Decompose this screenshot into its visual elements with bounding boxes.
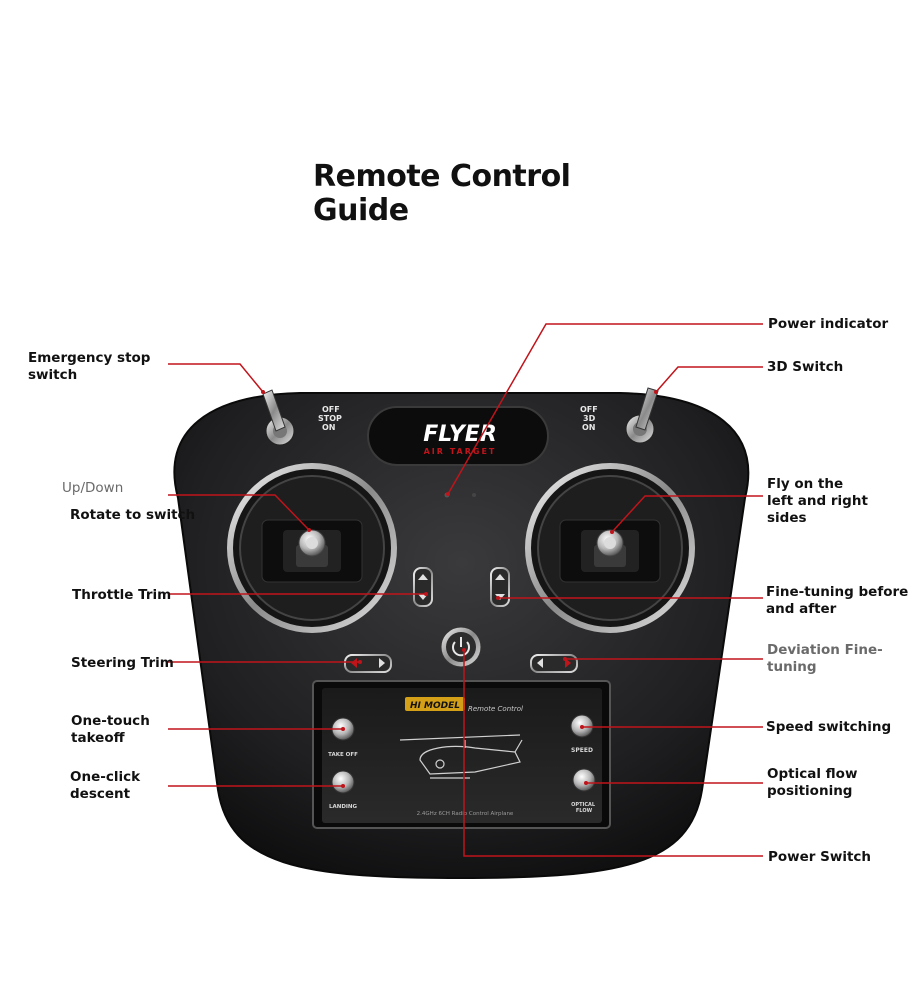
leader-power-indicator xyxy=(447,323,763,495)
optical-flow-button: OPTICAL FLOW xyxy=(571,768,597,814)
speed-label: SPEED xyxy=(571,747,593,754)
leader-fly-left-right xyxy=(611,495,763,533)
logo-plate: FLYER AIR TARGET xyxy=(367,406,549,466)
leader-endpoints xyxy=(261,390,658,788)
label-deviation-fine-tuning: Deviation Fine- tuning xyxy=(767,642,883,675)
logo-sub: AIR TARGET xyxy=(424,447,497,456)
leader-3d-switch xyxy=(655,366,763,393)
leader-up-down xyxy=(168,494,310,531)
label-power-indicator: Power indicator xyxy=(768,316,889,332)
speed-button: SPEED xyxy=(570,714,594,754)
svg-text:OFF 3D ON: OFF 3D ON xyxy=(580,405,601,432)
page-title: Remote Control Guide xyxy=(313,159,571,228)
steering-trim-button xyxy=(344,654,392,673)
label-fine-tuning: Fine-tuning before and after xyxy=(766,584,909,617)
fine-tuning-trim-button xyxy=(490,567,510,607)
label-3d-switch: 3D Switch xyxy=(767,359,844,375)
svg-text:OPTICAL FLOW: OPTICAL FLOW xyxy=(571,802,597,814)
emergency-stop-toggle xyxy=(262,389,295,446)
logo-main: FLYER xyxy=(423,422,497,447)
page-title-line1: Remote Control xyxy=(313,159,571,194)
leader-power-switch xyxy=(463,650,763,857)
landing-button: LANDING xyxy=(329,770,358,810)
label-one-click-descent: One-click descent xyxy=(70,769,141,802)
leader-emergency-stop xyxy=(168,363,264,393)
power-button xyxy=(440,626,482,668)
label-one-touch-takeoff: One-touch takeoff xyxy=(71,713,150,746)
leader-lines xyxy=(168,323,763,857)
label-speed-switching: Speed switching xyxy=(766,719,892,735)
helicopter-illustration xyxy=(399,734,523,779)
screen-brand-sub: Remote Control xyxy=(468,705,523,713)
3d-toggle xyxy=(625,387,659,444)
screen-brand: HI MODEL xyxy=(410,701,460,711)
deviation-trim-button xyxy=(530,654,578,673)
label-up-down: Up/Down xyxy=(62,480,124,496)
label-fly-left-right: Fly on the left and right sides xyxy=(767,476,868,526)
throttle-trim-button xyxy=(413,567,433,607)
left-gimbal xyxy=(227,463,397,633)
screen-panel: HI MODEL Remote Control 2.4GHz 6CH Radio… xyxy=(312,680,611,829)
label-emergency-stop: Emergency stop switch xyxy=(28,350,151,383)
svg-text:OFF STOP ON: OFF STOP ON xyxy=(318,405,345,432)
label-optical-flow: Optical flow positioning xyxy=(767,766,858,799)
right-gimbal xyxy=(525,463,695,633)
page-title-line2: Guide xyxy=(313,193,409,228)
screen-caption: 2.4GHz 6CH Radio Control Airplane xyxy=(417,811,514,817)
label-rotate-to-switch: Rotate to switch xyxy=(70,507,196,523)
landing-label: LANDING xyxy=(329,804,358,810)
takeoff-label: TAKE OFF xyxy=(328,752,358,758)
label-steering-trim: Steering Trim xyxy=(71,655,174,671)
label-power-switch: Power Switch xyxy=(768,849,872,865)
label-throttle-trim: Throttle Trim xyxy=(72,587,172,603)
